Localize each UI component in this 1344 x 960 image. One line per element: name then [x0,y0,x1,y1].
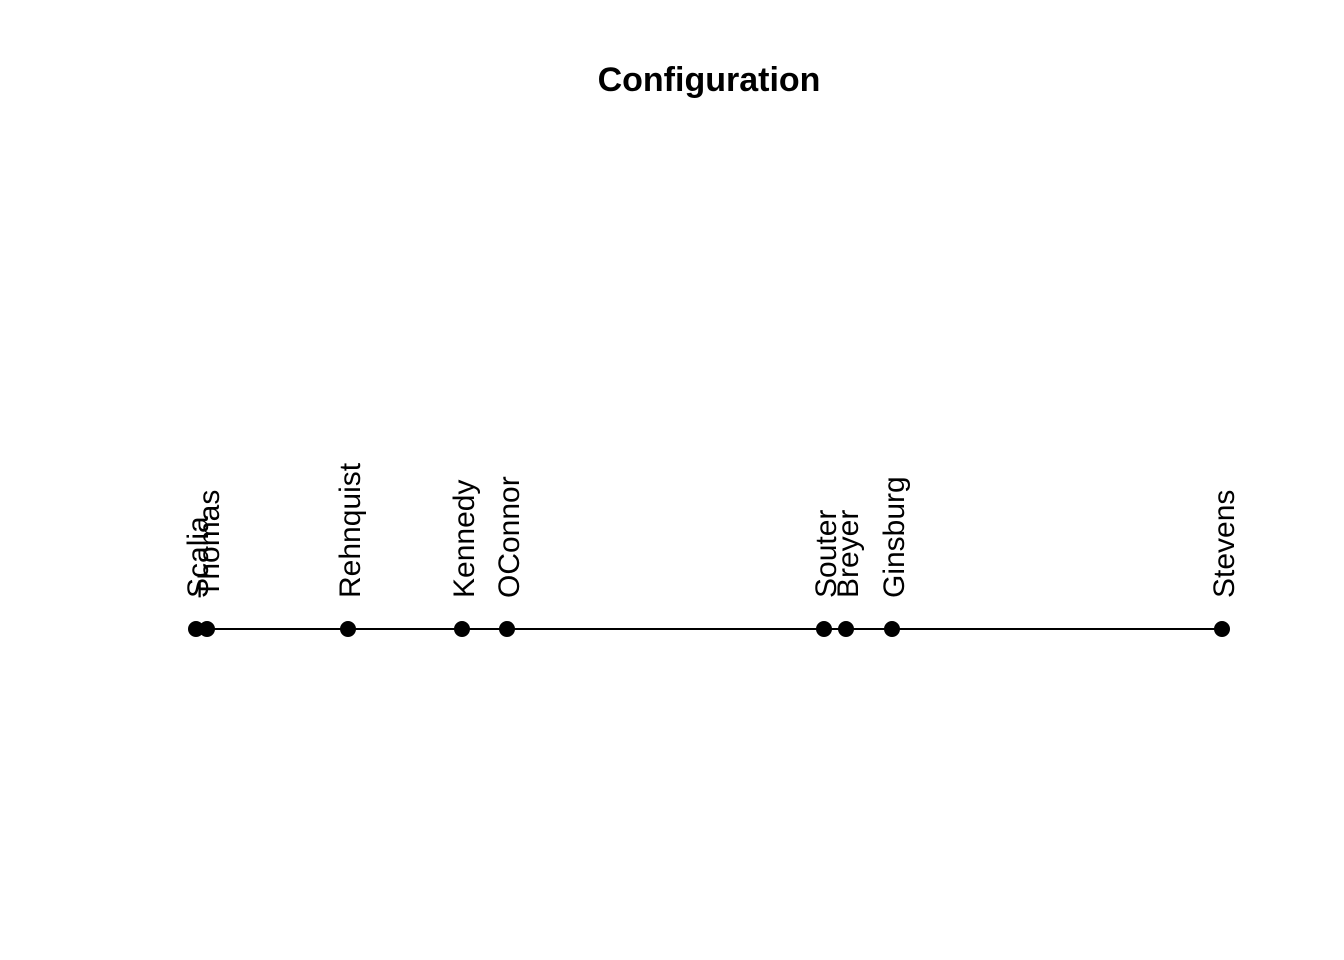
point-label-ginsburg: Ginsburg [878,476,911,598]
point-label-stevens: Stevens [1208,490,1241,598]
data-point-thomas [199,621,215,637]
data-point-stevens [1214,621,1230,637]
data-point-breyer [838,621,854,637]
data-point-kennedy [454,621,470,637]
data-point-ginsburg [884,621,900,637]
point-label-souter: Souter [810,510,843,598]
data-point-souter [816,621,832,637]
data-point-rehnquist [340,621,356,637]
point-label-breyer: Breyer [832,510,865,598]
point-label-kennedy: Kennedy [448,480,481,598]
point-label-scalia: Scalia [182,516,215,598]
data-point-oconnor [499,621,515,637]
plot-title: Configuration [598,61,821,99]
point-label-rehnquist: Rehnquist [334,462,367,598]
data-point-scalia [188,621,204,637]
point-label-oconnor: OConnor [493,476,526,598]
point-label-thomas: Thomas [193,490,226,598]
